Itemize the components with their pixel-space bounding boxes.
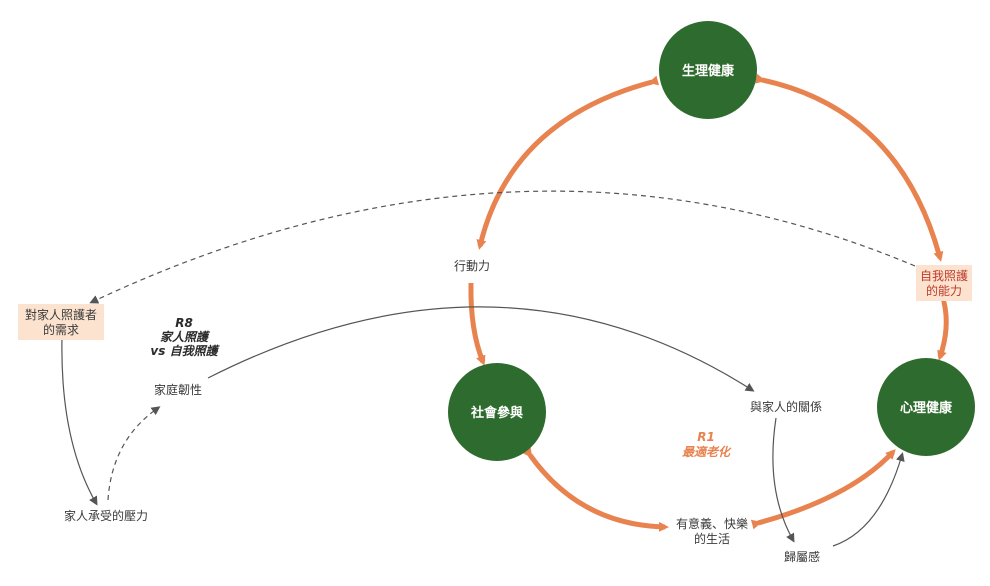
- loop-r1-name: 最適老化: [682, 445, 732, 459]
- link-meaningful-to-mental: [750, 449, 896, 530]
- link-belonging-to-mental: [832, 452, 905, 547]
- link-physical-to-mobility: [476, 75, 660, 250]
- loop-r8-line2: vs 自我照護: [150, 344, 220, 358]
- var-family-relation: 與家人的關係: [750, 399, 822, 414]
- var-belonging: 歸屬感: [784, 549, 820, 564]
- node-physical-health: 生理健康: [659, 21, 757, 119]
- var-meaningful-line1: 有意義、快樂: [676, 516, 748, 531]
- var-caregiving-needs: 對家人照護者 的需求: [18, 304, 104, 340]
- node-social-participation: 社會參與: [448, 363, 546, 461]
- link-social-to-meaningful: [522, 447, 669, 532]
- link-caregiving-needs-to-stress: [61, 337, 98, 506]
- node-mental-health-label: 心理健康: [900, 400, 953, 416]
- link-stress-to-resilience: [107, 406, 161, 501]
- var-self-care-line2: 的能力: [926, 283, 962, 298]
- node-physical-health-label: 生理健康: [682, 63, 735, 79]
- var-self-care-line1: 自我照護: [920, 268, 968, 283]
- loop-r1-id: R1: [697, 430, 715, 444]
- link-physical-to-selfcare: [755, 73, 944, 262]
- loop-r8-id: R8: [175, 316, 193, 330]
- node-social-participation-label: 社會參與: [470, 405, 523, 421]
- var-self-care-ability: 自我照護 的能力: [916, 265, 972, 301]
- var-family-resilience: 家庭韌性: [154, 382, 202, 397]
- link-selfcare-to-caregiving-needs: [89, 190, 916, 304]
- var-meaningful-line2: 的生活: [694, 531, 730, 546]
- loop-r8-line1: 家人照護: [160, 330, 211, 344]
- loop-r8: R8 家人照護 vs 自我照護: [150, 316, 220, 358]
- link-selfcare-to-mental: [937, 295, 949, 361]
- var-family-stress: 家人承受的壓力: [64, 508, 148, 523]
- link-family-relation-to-belonging: [772, 417, 795, 543]
- link-mobility-to-social: [468, 282, 486, 366]
- link-resilience-to-family-relation: [207, 306, 755, 392]
- var-mobility: 行動力: [454, 259, 490, 273]
- node-mental-health: 心理健康: [877, 358, 975, 456]
- var-caregiving-needs-line2: 的需求: [43, 322, 79, 337]
- var-caregiving-needs-line1: 對家人照護者: [25, 307, 97, 322]
- loop-r1: R1 最適老化: [682, 430, 732, 459]
